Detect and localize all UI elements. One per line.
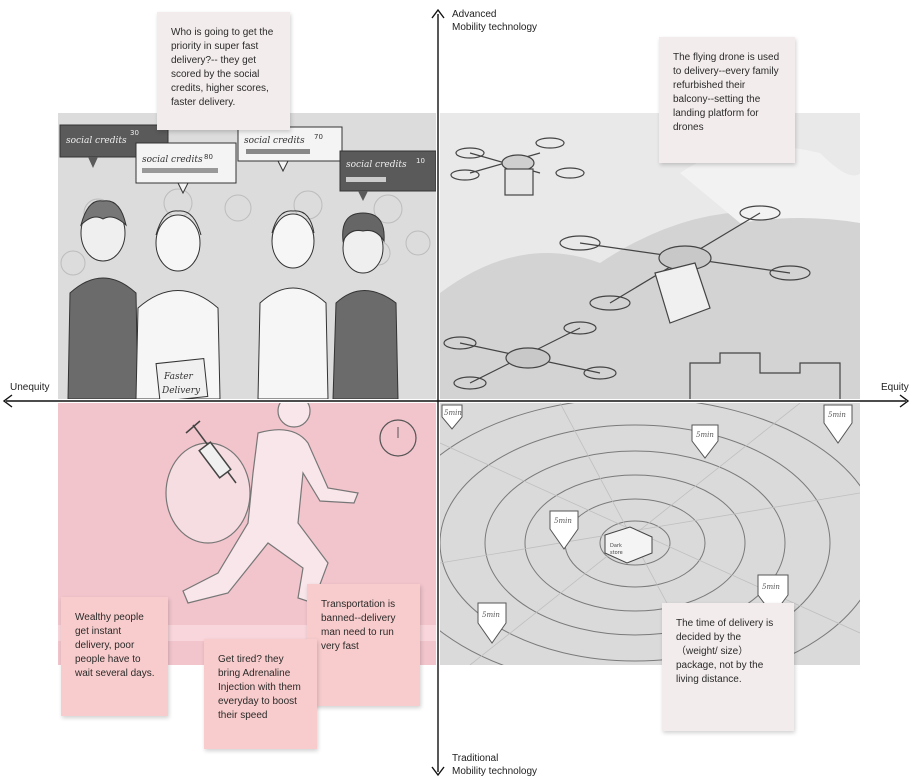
sketch-social-credits-crowd: social credits 30 social credits 80 soci… <box>58 113 436 399</box>
sticky-note-priority: Who is going to get the priority in supe… <box>157 12 290 130</box>
arrow-right-icon <box>899 394 910 408</box>
drone-bottom <box>443 321 617 390</box>
svg-text:70: 70 <box>314 133 323 141</box>
svg-text:Delivery: Delivery <box>161 386 201 396</box>
axis-label-top-line2: Mobility technology <box>452 22 538 33</box>
svg-text:10: 10 <box>416 157 425 165</box>
svg-text:5min: 5min <box>762 583 780 591</box>
pin-marker-6: 5min <box>477 602 507 644</box>
svg-text:30: 30 <box>130 129 139 137</box>
arrow-left-icon <box>2 394 13 408</box>
drone-large <box>559 205 811 324</box>
axis-label-top: Advanced Mobility technology <box>452 8 537 34</box>
svg-text:Dark: Dark <box>610 543 622 549</box>
svg-text:5min: 5min <box>696 431 714 439</box>
figure-person-4 <box>332 212 399 399</box>
svg-text:social credits: social credits <box>142 155 203 165</box>
figure-person-1 <box>67 200 139 399</box>
svg-text:80: 80 <box>204 153 213 161</box>
arrow-down-icon <box>431 766 445 777</box>
pin-marker-1: 5min <box>441 404 463 430</box>
clock-icon <box>379 419 417 457</box>
axis-label-left: Unequity <box>10 382 50 393</box>
pin-marker-4: 5min <box>549 510 579 550</box>
credit-bubble-3: social credits 70 <box>237 126 343 173</box>
svg-text:social credits: social credits <box>346 160 407 170</box>
arrow-up-icon <box>431 8 445 19</box>
sticky-note-wealthy: Wealthy people get instant delivery, poo… <box>61 597 168 716</box>
axis-label-bottom-line2: Mobility technology <box>452 766 538 777</box>
credit-bubble-2: social credits 80 <box>135 142 237 195</box>
sticky-note-time: The time of delivery is decided by the （… <box>662 603 794 731</box>
svg-text:Faster: Faster <box>163 372 194 382</box>
svg-text:store: store <box>610 550 623 556</box>
svg-text:5min: 5min <box>444 409 462 417</box>
axis-label-bottom-line1: Traditional <box>452 753 499 764</box>
svg-text:social credits: social credits <box>244 136 305 146</box>
svg-text:5min: 5min <box>554 517 572 525</box>
axis-label-bottom: Traditional Mobility technology <box>452 752 537 778</box>
axis-label-top-line1: Advanced <box>452 9 497 20</box>
sticky-note-transport: Transportation is banned--delivery man n… <box>307 584 420 706</box>
sticky-note-drone: The flying drone is used to delivery--ev… <box>659 37 795 163</box>
sketch-delivery-drones <box>440 113 860 399</box>
credit-bubble-4: social credits 10 <box>339 150 436 201</box>
figure-person-2: Faster Delivery <box>135 210 221 399</box>
dark-store-box: Dark store <box>604 526 653 564</box>
axis-label-right: Equity <box>881 382 909 393</box>
sketch-delivery-time-map: Dark store 5min 5min 5min 5min 5min 5min <box>440 403 860 665</box>
svg-text:5min: 5min <box>482 611 500 619</box>
syringe-icon <box>185 420 237 484</box>
pin-marker-2: 5min <box>691 424 719 459</box>
pin-marker-3: 5min <box>823 404 853 444</box>
drone-small-top <box>450 137 585 196</box>
sticky-note-tired: Get tired? they bring Adrenaline Injecti… <box>204 639 317 749</box>
figure-person-3 <box>257 210 329 399</box>
svg-text:social credits: social credits <box>66 136 127 146</box>
svg-text:5min: 5min <box>828 411 846 419</box>
